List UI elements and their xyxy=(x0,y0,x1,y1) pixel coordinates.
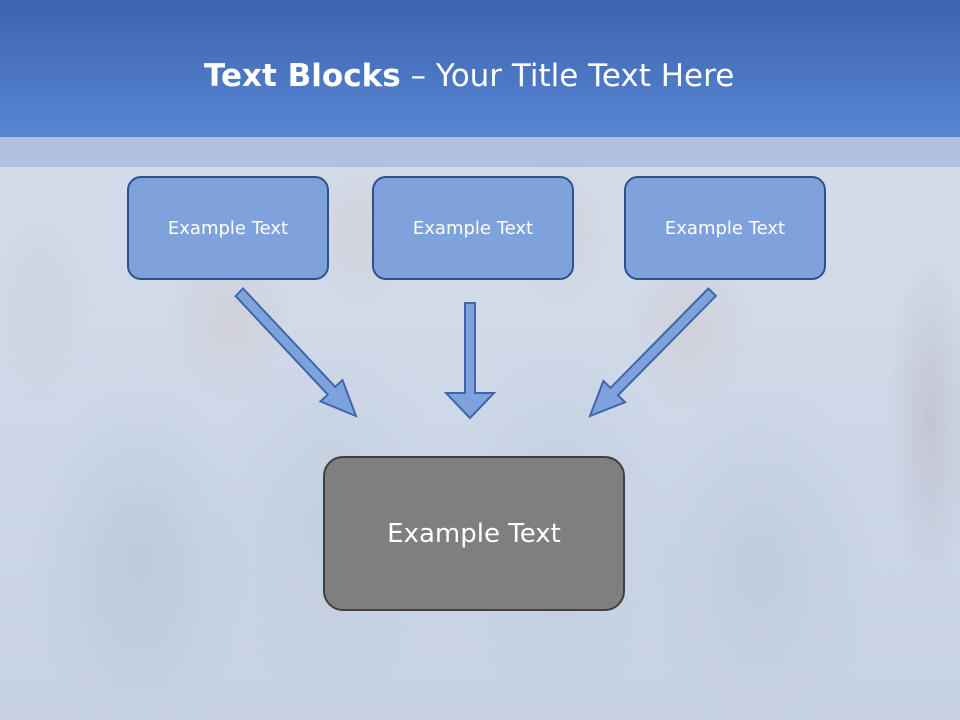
text-block-middle-label: Example Text xyxy=(412,217,534,239)
text-block-right[interactable]: Example Text xyxy=(624,176,826,280)
slide-title-rest: Your Title Text Here xyxy=(435,58,735,94)
title-strip xyxy=(0,137,960,167)
text-block-right-label: Example Text xyxy=(664,217,786,239)
text-block-left[interactable]: Example Text xyxy=(127,176,329,280)
slide-title: Text Blocks – Your Title Text Here xyxy=(204,56,734,96)
arrow-right xyxy=(588,287,718,418)
slide-title-separator: – xyxy=(400,58,436,94)
slide-title-bold: Text Blocks xyxy=(204,58,401,94)
center-text-block-label: Example Text xyxy=(387,518,561,549)
text-block-middle[interactable]: Example Text xyxy=(372,176,574,280)
center-text-block[interactable]: Example Text xyxy=(323,456,625,611)
text-block-left-label: Example Text xyxy=(167,217,289,239)
arrow-middle xyxy=(443,302,497,420)
arrow-left xyxy=(234,286,358,418)
title-bar xyxy=(0,0,960,137)
